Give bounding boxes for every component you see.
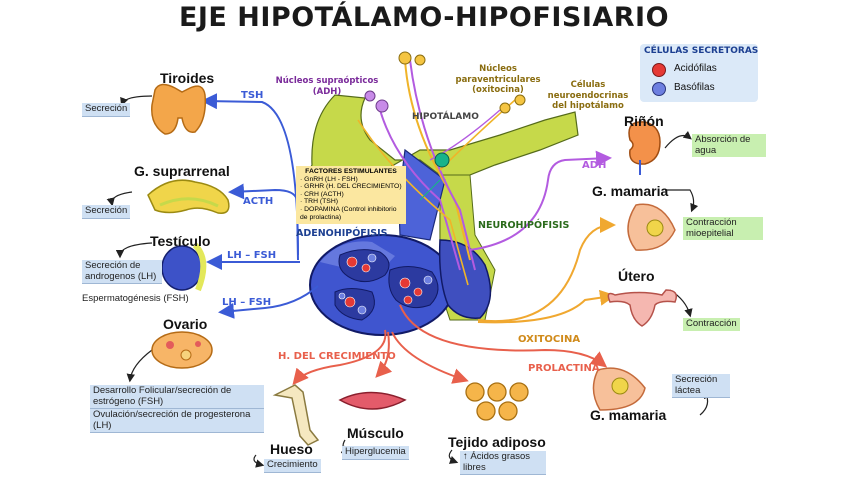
organ-hueso-name: Hueso (270, 441, 313, 457)
organ-mamaria1-name: G. mamaria (592, 183, 669, 199)
organ-adiposo-name: Tejido adiposo (448, 434, 546, 450)
legend-item-acidophil: Acidófilas (674, 63, 717, 74)
ovario-effect-lh: Ovulación/secreción de progesterona (LH) (90, 409, 264, 433)
utero-effect: Contracción (683, 318, 740, 331)
muscle-image (338, 391, 407, 410)
mammary-image-2 (592, 367, 646, 411)
testiculo-effect-lh: Secreción de androgenos (LH) (82, 260, 162, 284)
kidney-image (628, 121, 661, 175)
ovary-image (151, 331, 213, 369)
legend-item-basophil: Basófilas (674, 82, 715, 93)
neuroendocrine-label: Células neuroendocrinas del hipotálamo (547, 80, 629, 111)
paraventricular-label: Núcleos paraventriculares (oxitocina) (455, 64, 541, 95)
hormone-tsh-label: TSH (241, 90, 264, 101)
factor-item: · GRHR (H. DEL CRECIMIENTO) (300, 183, 402, 191)
organ-mamaria2-name: G. mamaria (590, 407, 667, 423)
testiculo-effect-fsh: Espermatogénesis (FSH) (82, 293, 189, 304)
factor-item: · TRH (TSH) (300, 198, 339, 206)
hormone-oxitocina-label: OXITOCINA (518, 334, 581, 345)
factor-item: · CRH (ACTH) (300, 190, 344, 198)
hormone-lh-fsh-ovary-label: LH – FSH (222, 297, 272, 308)
mamaria2-effect: Secreción láctea (672, 374, 730, 398)
organ-tiroides-name: Tiroides (160, 70, 215, 86)
hormone-adh-label: ADH (582, 160, 607, 171)
bone-image (272, 384, 320, 446)
hueso-effect: Crecimiento (264, 459, 321, 473)
organ-ovario-name: Ovario (163, 316, 208, 332)
acidophil-swatch-icon (652, 63, 666, 77)
hormone-gh-label: H. DEL CRECIMIENTO (278, 351, 396, 362)
neurohipofisis-shape (438, 239, 492, 319)
organ-suprarrenal-name: G. suprarrenal (134, 163, 230, 179)
neurohipofisis-label: NEUROHIPÓFISIS (478, 220, 570, 231)
oxitocina-arrows (477, 217, 616, 324)
adh-arrow (469, 150, 612, 251)
effect-arrows (106, 95, 712, 468)
adiposo-effect: ↑ Ácidos grasos libres (460, 451, 546, 475)
hormone-prolactina-label: PROLACTINA (528, 363, 600, 374)
supraoptic-label: Núcleos supraópticos (ADH) (275, 76, 379, 97)
organ-testiculo-name: Testículo (150, 233, 211, 249)
adipose-image (465, 382, 529, 421)
factor-item: · GnRH (LH - FSH) (300, 175, 358, 183)
legend: CÉLULAS SECRETORAS Acidófilas Basófilas (640, 44, 758, 102)
hormone-acth-label: ACTH (243, 196, 274, 207)
factors-box: FACTORES ESTIMULANTES · GnRH (LH - FSH) … (296, 166, 406, 224)
organ-utero-name: Útero (618, 268, 655, 284)
tiroides-effect: Secreción (82, 103, 131, 117)
uterus-image (607, 289, 678, 327)
mammary-image-1 (627, 203, 676, 251)
ovario-effect-fsh: Desarrollo Folicular/secreción de estróg… (90, 385, 264, 409)
adenohipofisis-shape (309, 234, 455, 336)
basophil-swatch-icon (652, 82, 666, 96)
hormone-lh-fsh-testis-label: LH – FSH (227, 250, 277, 261)
organ-rinon-name: Riñón (624, 113, 664, 129)
mamaria1-effect: Contracción mioepitelial (683, 217, 763, 240)
suprarrenal-effect: Secreción (82, 205, 131, 219)
musculo-effect: Hiperglucemia (342, 446, 409, 460)
rinon-effect: Absorción de agua (692, 134, 766, 157)
adenohipofisis-label: ADENOHIPÓFISIS (296, 228, 388, 239)
legend-title: CÉLULAS SECRETORAS (644, 46, 759, 56)
organ-musculo-name: Músculo (347, 425, 404, 441)
factors-title: FACTORES ESTIMULANTES (305, 168, 397, 175)
testis-image (161, 242, 207, 292)
diagram-title: EJE HIPOTÁLAMO-HIPOFISIARIO (178, 2, 670, 33)
hypothalamus-label: HIPOTÁLAMO (412, 112, 479, 122)
red-arrows (292, 304, 608, 386)
hypothalamic-neurons (357, 51, 526, 286)
adrenal-image (147, 179, 230, 214)
thyroid-image (151, 83, 207, 135)
factor-item: · DOPAMINA (Control inhibitorio de prola… (300, 205, 397, 221)
